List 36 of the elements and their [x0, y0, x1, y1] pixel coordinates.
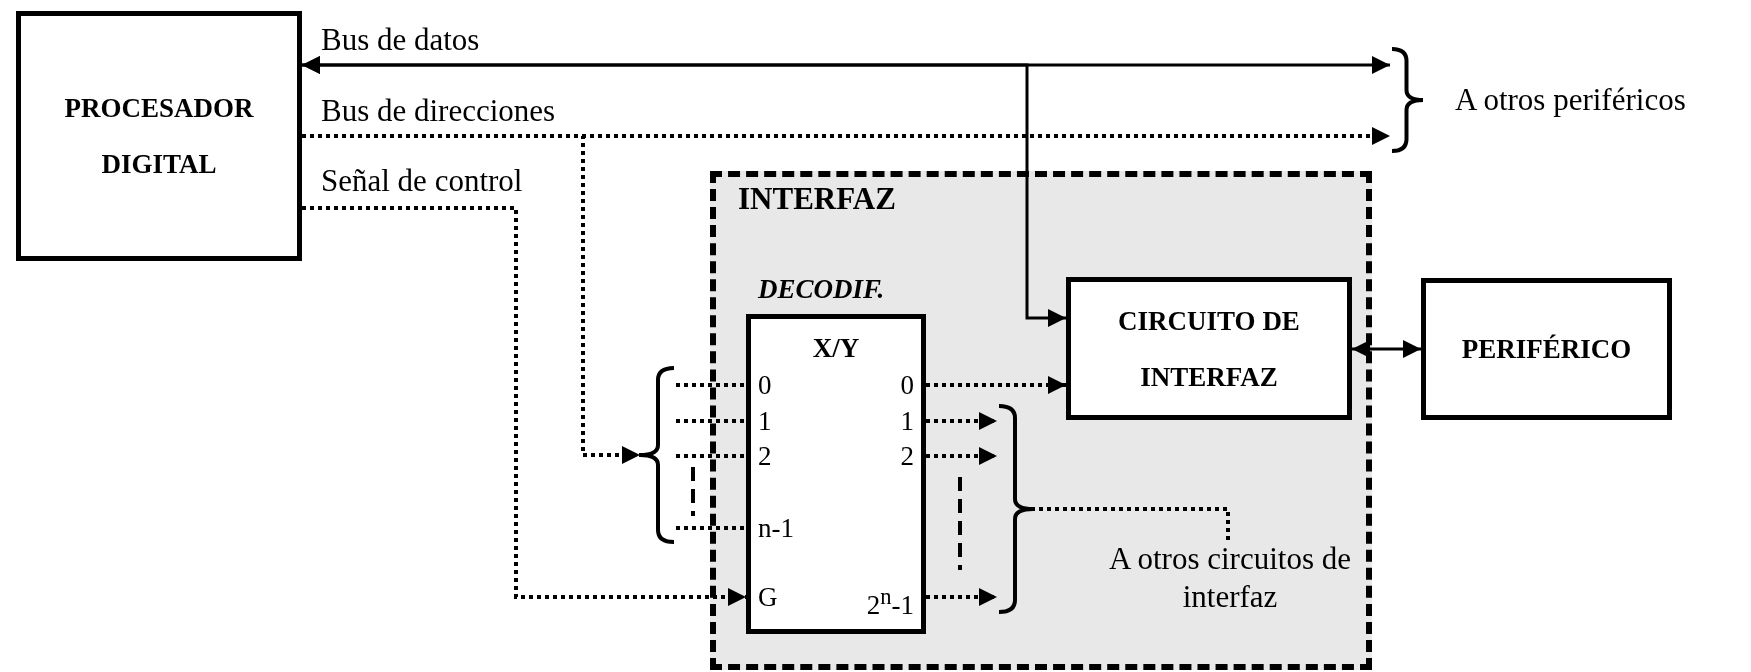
arrow	[1352, 340, 1421, 358]
dotted-line	[676, 419, 746, 423]
process-box: PERIFÉRICO	[1421, 278, 1672, 420]
dotted-arrow	[302, 206, 746, 606]
dotted-line	[676, 526, 746, 530]
block-heading: DECODIF.	[758, 274, 885, 304]
note-text: A otros circuitos de interfaz	[1108, 540, 1352, 616]
pin-label: 2	[758, 441, 772, 471]
edge-label: Bus de direcciones	[321, 93, 556, 129]
pin-label: G	[758, 582, 778, 612]
dashed-group-box	[710, 171, 1372, 670]
pin-label: n-1	[758, 513, 794, 543]
pin-label: 0	[900, 370, 914, 400]
pin-label: 1	[900, 406, 914, 436]
curly-brace	[1390, 47, 1423, 153]
pin-label: 1	[758, 406, 772, 436]
dotted-arrow	[926, 376, 1066, 394]
dotted-line	[1033, 507, 1230, 540]
dotted-line	[676, 454, 746, 458]
dotted-arrow	[926, 412, 997, 430]
curly-brace	[997, 404, 1033, 614]
dotted-arrow	[926, 447, 997, 465]
dotted-line	[676, 383, 746, 387]
block-title: X/Y	[811, 333, 861, 363]
process-box: CIRCUITO DE INTERFAZ	[1066, 277, 1352, 420]
pin-label: 2$^{n}$-1	[866, 583, 914, 620]
arrow	[302, 56, 1066, 327]
group-title: INTERFAZ	[738, 181, 896, 217]
side-note: A otros periféricos	[1455, 82, 1686, 118]
process-box: PROCESADOR DIGITAL	[16, 11, 302, 261]
pin-label: 2	[900, 441, 914, 471]
curly-brace	[640, 366, 676, 544]
edge-label: Señal de control	[321, 163, 523, 199]
pin-label: 0	[758, 370, 772, 400]
dotted-arrow	[926, 588, 997, 606]
edge-label: Bus de datos	[321, 22, 480, 58]
